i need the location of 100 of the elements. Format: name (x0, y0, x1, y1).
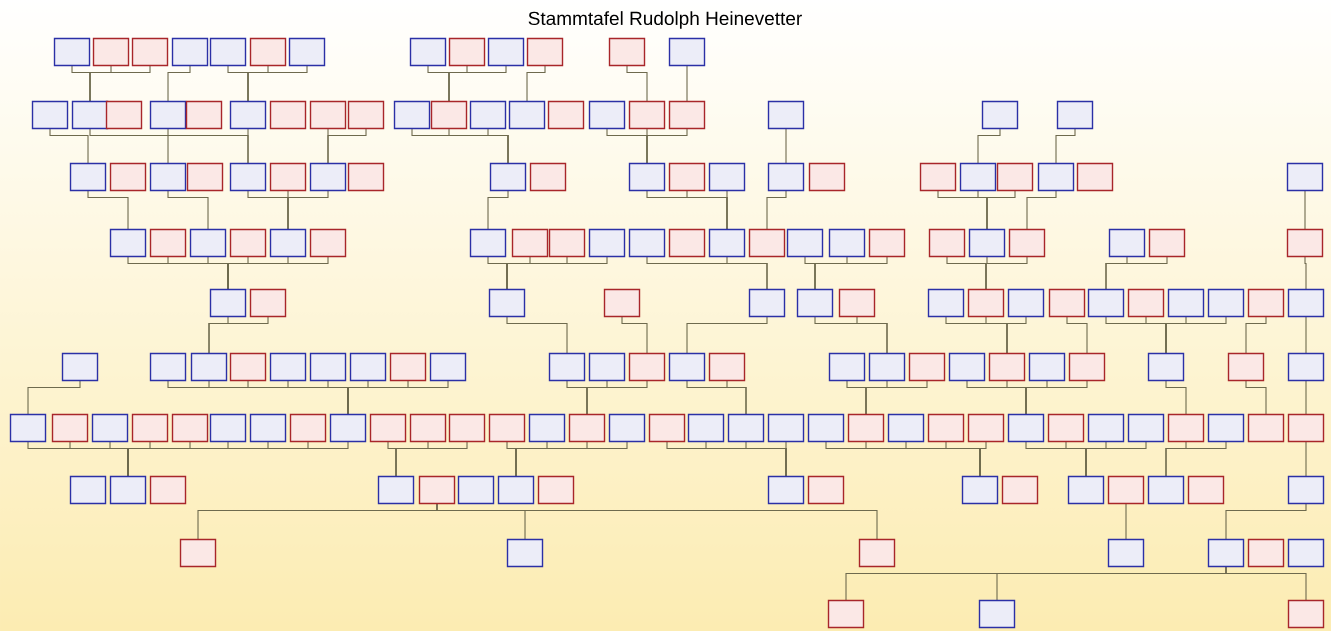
person-box (668, 100, 706, 130)
person-box (919, 162, 957, 192)
person-box (171, 37, 209, 67)
person-box (171, 413, 209, 443)
person-box (329, 413, 367, 443)
person-box (996, 162, 1034, 192)
person-box (1247, 288, 1285, 318)
person-box (1187, 475, 1225, 505)
person-box (767, 475, 805, 505)
connector-line (127, 440, 349, 478)
person-box (668, 37, 706, 67)
connector-line (1304, 189, 1306, 231)
person-box (868, 352, 906, 382)
person-box (981, 100, 1019, 130)
connector-line (1055, 127, 1076, 165)
person-box (249, 288, 287, 318)
connector-line (1165, 315, 1227, 355)
person-box (91, 413, 129, 443)
person-box (309, 352, 347, 382)
person-box (109, 475, 147, 505)
connector-line (1305, 440, 1307, 478)
person-box (648, 413, 686, 443)
person-box (858, 538, 896, 568)
person-box (1007, 413, 1045, 443)
person-box (249, 413, 287, 443)
connector-line (646, 127, 688, 165)
person-box (448, 413, 486, 443)
person-box (1247, 413, 1285, 443)
connector-line (586, 379, 648, 416)
person-box (767, 100, 805, 130)
person-box (229, 352, 267, 382)
person-box (430, 100, 468, 130)
connector-line (89, 127, 169, 165)
person-box (488, 413, 526, 443)
person-box (968, 228, 1006, 258)
person-box (489, 162, 527, 192)
person-box (309, 162, 347, 192)
connector-line (395, 440, 468, 478)
person-box (827, 599, 865, 629)
connector-line (167, 189, 209, 231)
person-box (1068, 352, 1106, 382)
connector-line (1225, 565, 1307, 602)
connector-line (865, 379, 928, 416)
person-box (548, 228, 586, 258)
person-box (708, 228, 746, 258)
person-box (53, 37, 91, 67)
person-box (529, 162, 567, 192)
person-box (429, 352, 467, 382)
person-box (506, 538, 544, 568)
person-box (229, 228, 267, 258)
person-box (179, 538, 217, 568)
person-box (927, 413, 965, 443)
person-box (149, 100, 187, 130)
person-box (628, 100, 666, 130)
person-box (1028, 352, 1066, 382)
person-box (808, 162, 846, 192)
connector-line (327, 127, 367, 165)
connector-line (726, 255, 768, 291)
person-box (105, 100, 143, 130)
person-box (1287, 475, 1325, 505)
person-box (393, 100, 431, 130)
person-box (1108, 228, 1146, 258)
person-box (288, 37, 326, 67)
person-box (229, 162, 267, 192)
person-box (69, 162, 107, 192)
connector-line (1304, 255, 1307, 291)
person-box (786, 228, 824, 258)
person-box (927, 288, 965, 318)
person-box (928, 228, 966, 258)
person-box (1287, 288, 1325, 318)
person-box (69, 475, 107, 505)
person-box (269, 162, 307, 192)
person-box (961, 475, 999, 505)
person-box (668, 352, 706, 382)
person-box (1287, 352, 1325, 382)
person-box (1087, 413, 1125, 443)
person-box (887, 413, 925, 443)
person-box (1207, 538, 1245, 568)
person-box (61, 352, 99, 382)
person-box (796, 288, 834, 318)
person-box (1087, 288, 1125, 318)
person-box (828, 228, 866, 258)
person-box (269, 352, 307, 382)
connector-line (785, 127, 787, 165)
person-box (1008, 228, 1046, 258)
person-box (1287, 538, 1325, 568)
connector-line (247, 127, 249, 165)
person-box (469, 228, 507, 258)
person-box (469, 100, 507, 130)
person-box (309, 100, 347, 130)
person-box (767, 413, 805, 443)
person-box (457, 475, 495, 505)
connector-line (227, 255, 329, 291)
person-box (1007, 288, 1045, 318)
person-box (967, 413, 1005, 443)
person-box (1001, 475, 1039, 505)
person-box (1207, 288, 1245, 318)
person-box (369, 413, 407, 443)
connector-line (1125, 502, 1127, 541)
person-box (588, 352, 626, 382)
